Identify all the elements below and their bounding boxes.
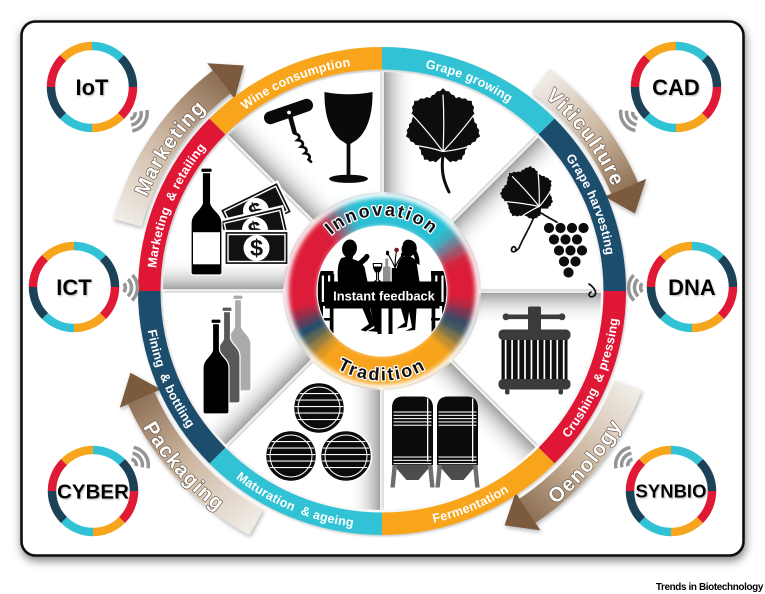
svg-text:DNA: DNA	[668, 275, 716, 300]
svg-text:IoT: IoT	[76, 75, 110, 100]
svg-text:ICT: ICT	[56, 275, 92, 300]
svg-text:SYNBIO: SYNBIO	[636, 481, 707, 502]
svg-text:CYBER: CYBER	[57, 480, 129, 503]
svg-text:CAD: CAD	[652, 75, 700, 100]
svg-text:Instant feedback: Instant feedback	[333, 289, 436, 304]
svg-text:$: $	[250, 235, 263, 261]
svg-text:Trends in Biotechnology: Trends in Biotechnology	[656, 582, 764, 593]
